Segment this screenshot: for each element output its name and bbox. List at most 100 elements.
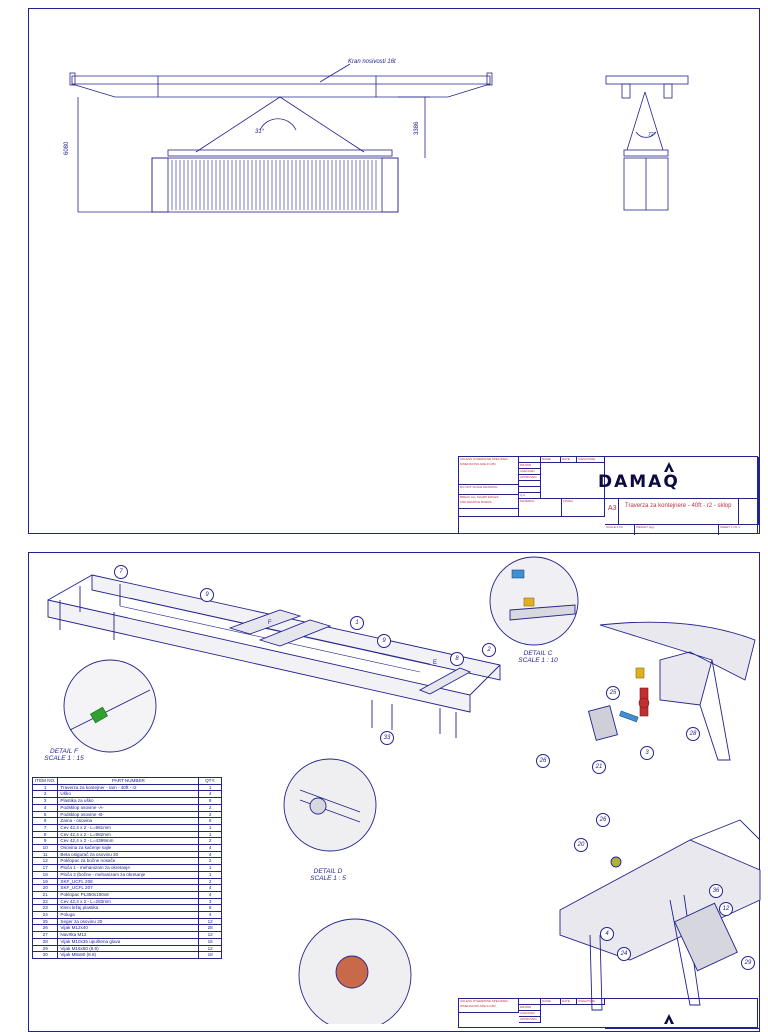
balloon-28: 28: [686, 727, 700, 741]
bom-qty: 4: [198, 844, 222, 852]
bom-item-no: 25: [31, 917, 59, 926]
balloon-8: 8: [450, 652, 464, 666]
bom-item-no: 12: [31, 857, 59, 866]
bom-qty: 12: [198, 944, 222, 953]
dim-sling-height: 3386: [414, 121, 420, 135]
title-notes-2: UNLESS OTHERWISE SPECIFIED:DIMENSIONS AR…: [459, 999, 519, 1013]
row-drawn-2: DRAWN: [519, 1005, 541, 1011]
bom-part-number: Zama - osovina: [57, 817, 200, 825]
bom-part-number: Poklopac PL350x190x8: [57, 890, 200, 899]
bom-qty: 2: [198, 877, 222, 886]
bom-qty: 18: [198, 951, 222, 959]
note-scale: DO NOT SCALE DRAWING: [459, 485, 519, 495]
bom-qty: 1: [198, 864, 222, 872]
bom-part-number: Navrtka M12: [57, 931, 200, 939]
paper-size: A3: [608, 505, 617, 512]
bom-item-no: 1: [31, 783, 59, 792]
col-date: DATE: [561, 457, 577, 463]
bom-part-number: Seger za osovinu 20: [57, 917, 200, 926]
letter-f: F: [268, 620, 272, 626]
bom-qty: 1: [198, 783, 222, 792]
bom-part-number: Vijak M8x60 (8.8): [57, 951, 200, 959]
bom-item-no: 8: [31, 830, 59, 839]
bom-qty: 4: [198, 884, 222, 892]
title-block: UNLESS OTHERWISE SPECIFIED:DIMENSIONS AR…: [458, 456, 759, 535]
row-qa: Q.A: [519, 493, 541, 499]
scale-cell: SCALE:1:50: [605, 525, 635, 535]
balloon-36: 36: [709, 884, 723, 898]
bom-item-no: 7: [31, 823, 59, 832]
col-name-2: NAME: [541, 999, 561, 1005]
balloon-26b: 26: [596, 813, 610, 827]
angle-side: 72°: [648, 132, 656, 138]
col-name: NAME: [541, 457, 561, 463]
balloon-9: 9: [200, 588, 214, 602]
bom-item-no: 5: [31, 810, 59, 819]
bom-part-number: Ploča 1 - mehanizam za okretanje: [57, 864, 200, 872]
bom-qty: 16: [198, 937, 222, 946]
bom-item-no: 30: [31, 951, 59, 959]
col-signature: SIGNATURE: [577, 457, 605, 463]
balloon-4: 4: [600, 927, 614, 941]
bom-item-no: 10: [31, 844, 59, 852]
front-view-drawing: Kran nosivosti 16t 6080 3386 31° 72°: [64, 59, 689, 213]
bom-part-number: Poklopac za bočne nosače: [57, 857, 200, 866]
balloon-3: 3: [640, 746, 654, 760]
row-approved: APPROVED: [519, 475, 541, 481]
bom-qty: 3: [198, 897, 222, 906]
bom-qty: 4: [198, 850, 222, 859]
drawing-sheet-1: [28, 8, 760, 534]
bom-qty: 2: [198, 857, 222, 866]
balloon-2: 2: [482, 643, 496, 657]
bom-qty: 12: [198, 931, 222, 939]
bom-qty: 1: [198, 830, 222, 839]
bom-item-no: 24: [31, 911, 59, 919]
damaq-logo-icon: [664, 462, 674, 472]
bom-qty: 6: [198, 904, 222, 913]
crane-beam: [71, 75, 491, 85]
bom-part-number: Osovina za kačenje sajle: [57, 844, 200, 852]
bom-header-part: PART NUMBER: [57, 777, 200, 785]
bom-qty: 2: [198, 837, 222, 846]
col-date-2: DATE: [561, 999, 577, 1005]
balloon-7: 7: [114, 565, 128, 579]
angle-front: 31°: [255, 129, 265, 135]
bom-item-no: 3: [31, 797, 59, 805]
bom-part-number: Cev 42,4 x 2 - L=283mm: [57, 897, 200, 906]
bom-part-number: Cev 42,4 x 2 - L=982mm: [57, 830, 200, 839]
sheet-cell: SHEET 1 OF 1: [720, 525, 740, 529]
bom-qty: 6: [198, 817, 222, 825]
letter-e: E: [433, 660, 437, 666]
row-checked-2: CHECKED: [519, 1011, 541, 1017]
bom-item-no: 21: [31, 890, 59, 899]
bom-part-number: Vijak M12x40: [57, 924, 200, 933]
bom-item-no: 6: [31, 817, 59, 825]
bom-item-no: 27: [31, 931, 59, 939]
bom-qty: 4: [198, 890, 222, 899]
bom-header-item: ITEM NO.: [31, 777, 59, 785]
bom-item-no: 17: [31, 864, 59, 872]
container-body: [151, 157, 399, 213]
bom-qty: 1: [198, 870, 222, 879]
title-notes: UNLESS OTHERWISE SPECIFIED:DIMENSIONS AR…: [459, 457, 519, 485]
